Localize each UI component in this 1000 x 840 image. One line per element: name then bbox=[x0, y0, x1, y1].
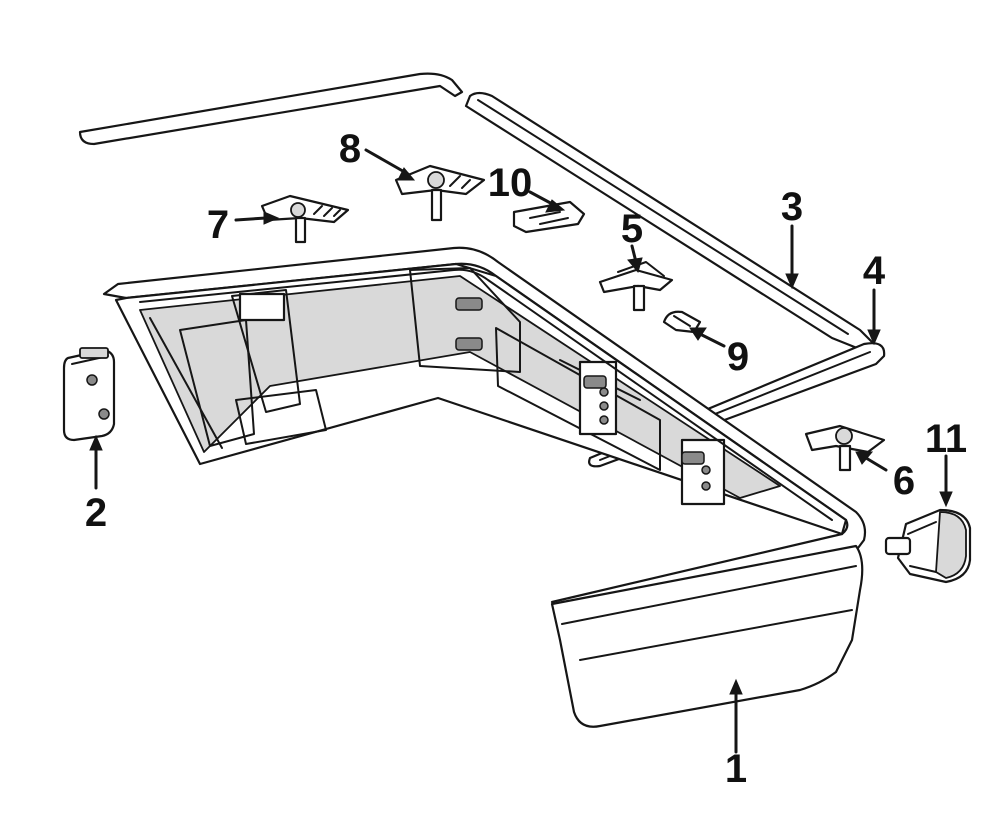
callout-7: 7 bbox=[207, 203, 229, 247]
part-5-retainer-clip bbox=[598, 261, 674, 312]
part-8-retainer-clip bbox=[394, 164, 486, 222]
callout-1: 1 bbox=[725, 747, 747, 791]
callout-3: 3 bbox=[781, 185, 803, 229]
part-1-bumper-cover bbox=[102, 246, 867, 728]
part-11-lamp-socket bbox=[884, 508, 972, 584]
callout-5: 5 bbox=[621, 207, 643, 251]
stud-group bbox=[455, 297, 705, 465]
callout-11: 11 bbox=[925, 417, 967, 461]
leader-lines bbox=[89, 148, 953, 754]
callout-2: 2 bbox=[85, 491, 107, 535]
part-7-retainer-clip bbox=[260, 194, 350, 244]
callout-labels: 1 2 3 4 5 6 7 8 9 10 11 bbox=[85, 127, 967, 791]
part-10-retainer-clip bbox=[512, 200, 586, 234]
callout-9: 9 bbox=[727, 335, 749, 379]
callout-4: 4 bbox=[863, 249, 886, 293]
callout-6: 6 bbox=[893, 459, 915, 503]
part-2-side-marker bbox=[62, 347, 116, 442]
callout-8: 8 bbox=[339, 127, 361, 171]
callout-10: 10 bbox=[488, 161, 533, 205]
part-3-upper-strip bbox=[78, 72, 878, 352]
